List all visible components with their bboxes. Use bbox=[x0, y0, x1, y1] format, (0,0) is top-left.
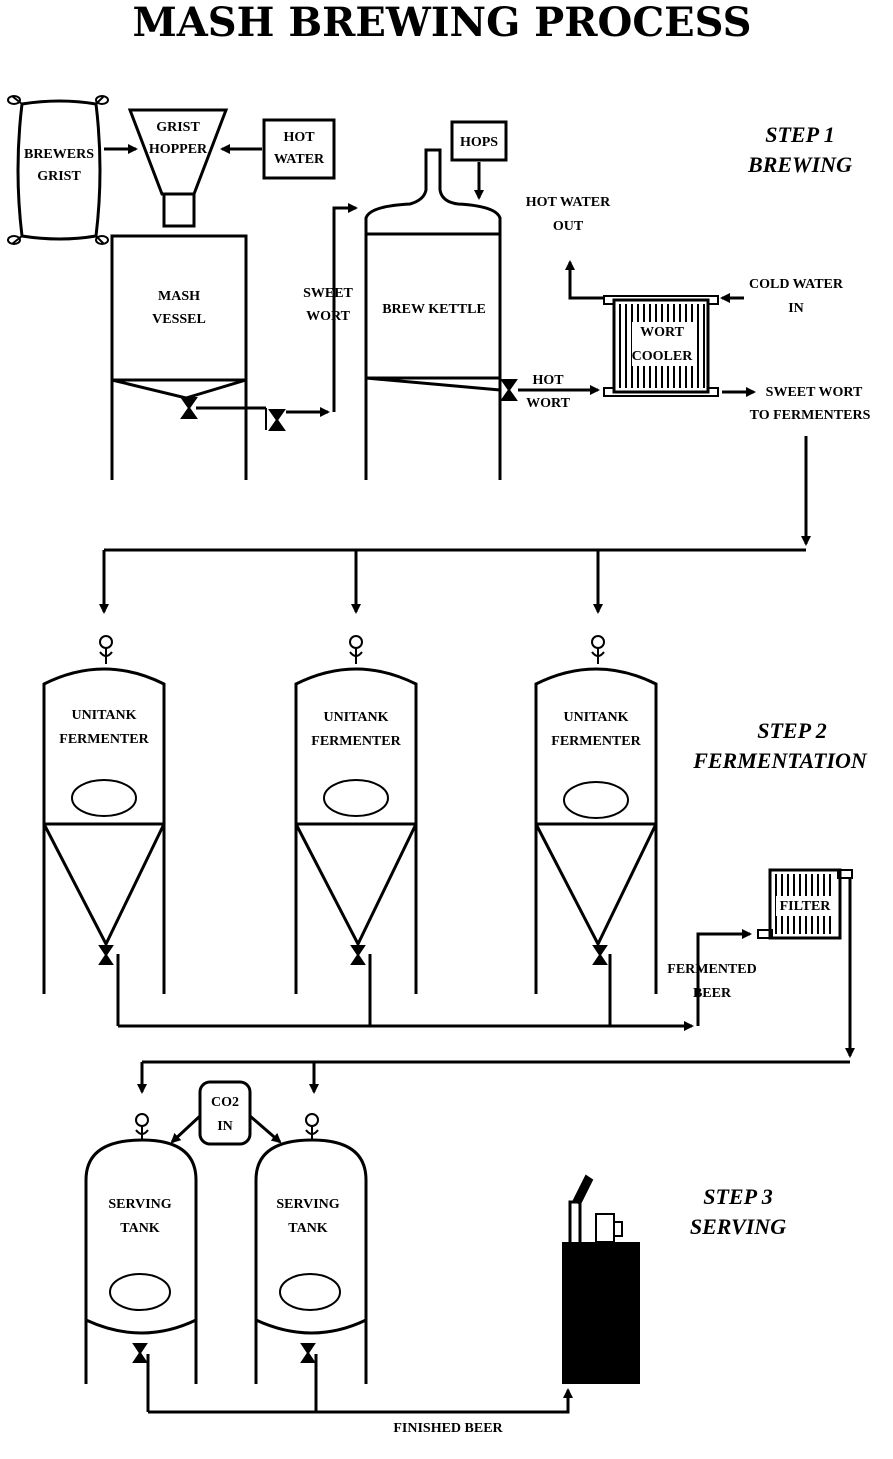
step-3-title: STEP 3 bbox=[703, 1184, 772, 1209]
serving-tank-1-label-2: TANK bbox=[120, 1221, 160, 1236]
sweet-wort-riser bbox=[332, 203, 358, 412]
grist-hopper: GRIST HOPPER bbox=[127, 108, 229, 228]
serving-tank-2: SERVING TANK bbox=[254, 1113, 368, 1412]
hot-water-out-label-2: OUT bbox=[553, 219, 584, 234]
fermented-beer-label-1: FERMENTED bbox=[667, 962, 756, 977]
co2-in-box: CO2 IN bbox=[198, 1080, 252, 1146]
sweet-wort-fermenters-label-1: SWEET WORT bbox=[766, 385, 863, 400]
mash-vessel-label-1: MASH bbox=[158, 289, 200, 304]
serving-tank-2-label-2: TANK bbox=[288, 1221, 328, 1236]
step-3-subtitle: SERVING bbox=[690, 1214, 786, 1239]
fermenter-2-label-1: UNITANK bbox=[323, 710, 388, 725]
fermenter-1-label-1: UNITANK bbox=[71, 708, 136, 723]
serving-bar-tap bbox=[562, 1174, 640, 1384]
brewers-grist-label-2: GRIST bbox=[37, 169, 81, 184]
hot-wort-label-1: HOT bbox=[532, 373, 564, 388]
step-1-subtitle: BREWING bbox=[747, 152, 852, 177]
filter-label: FILTER bbox=[780, 899, 832, 914]
hot-water-out-arrow bbox=[565, 260, 604, 300]
grist-hopper-label-2: HOPPER bbox=[149, 142, 208, 157]
fermenter-2-label-2: FERMENTER bbox=[311, 734, 401, 749]
hops-label: HOPS bbox=[460, 135, 498, 150]
brew-kettle: BREW KETTLE bbox=[364, 148, 502, 480]
step-2-title: STEP 2 bbox=[757, 718, 826, 743]
co2-label-2: IN bbox=[217, 1119, 233, 1134]
filter: FILTER bbox=[757, 868, 853, 940]
finished-beer-label: FINISHED BEER bbox=[393, 1421, 503, 1436]
kettle-valve bbox=[500, 379, 518, 401]
serving-tank-2-label-1: SERVING bbox=[276, 1197, 339, 1212]
sweet-wort-fermenters-label-2: TO FERMENTERS bbox=[750, 408, 871, 423]
cold-water-in-label-1: COLD WATER bbox=[749, 277, 844, 292]
cold-water-in-label-2: IN bbox=[788, 301, 804, 316]
sweet-wort-label-2: WORT bbox=[306, 309, 351, 324]
hot-wort-label-2: WORT bbox=[526, 396, 571, 411]
finished-beer-pipe bbox=[148, 1388, 573, 1414]
grist-hopper-label-1: GRIST bbox=[156, 120, 200, 135]
serving-tank-1: SERVING TANK bbox=[84, 1113, 198, 1412]
fermented-beer-label-2: BEER bbox=[693, 986, 732, 1001]
brewers-grist-label-1: BREWERS bbox=[24, 147, 94, 162]
sweet-wort-label-1: SWEET bbox=[303, 286, 353, 301]
unitank-fermenter-2: UNITANK FERMENTER bbox=[294, 635, 418, 1026]
serving-tank-1-label-1: SERVING bbox=[108, 1197, 171, 1212]
to-filter-pipe bbox=[696, 929, 752, 1026]
mash-vessel: MASH VESSEL bbox=[110, 234, 248, 480]
hot-water-label-2: WATER bbox=[274, 152, 325, 167]
brew-kettle-label: BREW KETTLE bbox=[382, 302, 486, 317]
wort-cooler-label-2: COOLER bbox=[632, 349, 694, 364]
wort-cooler-label-1: WORT bbox=[640, 325, 685, 340]
unitank-fermenter-1: UNITANK FERMENTER bbox=[42, 635, 166, 1026]
mash-vessel-label-2: VESSEL bbox=[152, 312, 206, 327]
brewers-grist-bag: BREWERS GRIST bbox=[7, 95, 109, 245]
fermenter-3-label-1: UNITANK bbox=[563, 710, 628, 725]
mash-valve-2 bbox=[265, 408, 286, 431]
step-1-title: STEP 1 bbox=[765, 122, 834, 147]
fermenter-3-label-2: FERMENTER bbox=[551, 734, 641, 749]
hot-water-box: HOT WATER bbox=[262, 118, 336, 180]
mash-valve-1 bbox=[180, 397, 198, 419]
step-2-subtitle: FERMENTATION bbox=[692, 748, 868, 773]
hot-water-label-1: HOT bbox=[283, 130, 315, 145]
unitank-fermenter-3: UNITANK FERMENTER bbox=[534, 635, 658, 1026]
fermenter-1-label-2: FERMENTER bbox=[59, 732, 149, 747]
hops-box: HOPS bbox=[450, 120, 508, 162]
hot-water-out-label-1: HOT WATER bbox=[526, 195, 611, 210]
page-title: MASH BREWING PROCESS bbox=[132, 0, 751, 46]
co2-label-1: CO2 bbox=[211, 1095, 239, 1110]
co2-to-tank-1-arrow bbox=[170, 1114, 202, 1144]
wort-cooler: WORT COOLER bbox=[603, 295, 719, 397]
co2-to-tank-2-arrow bbox=[249, 1114, 282, 1144]
